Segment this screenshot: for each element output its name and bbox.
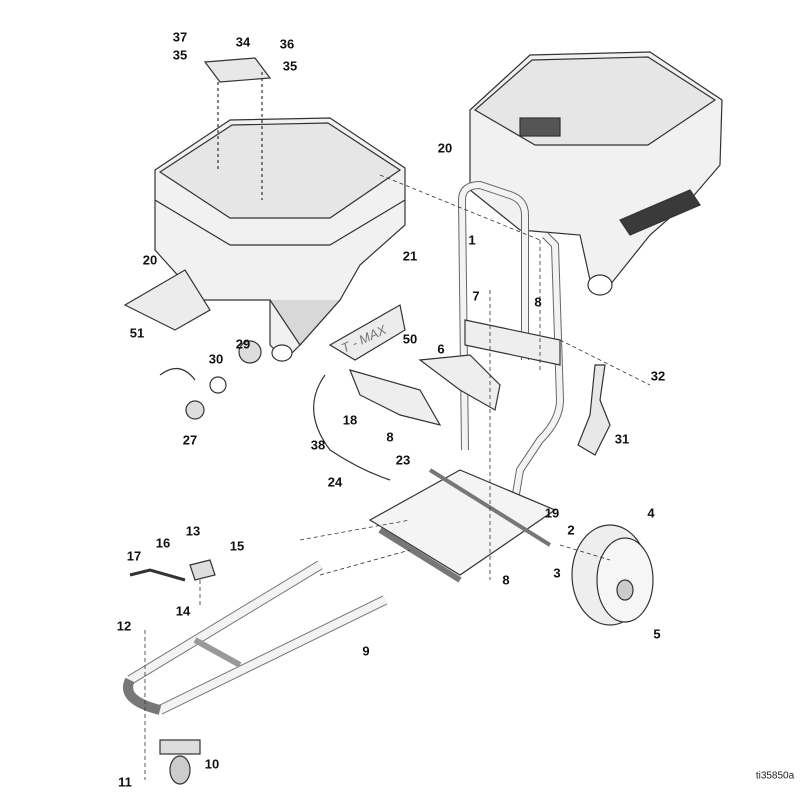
- figure-reference-id: ti35850a: [755, 770, 795, 782]
- callout-3: 3: [553, 565, 561, 581]
- callout-19: 19: [544, 505, 560, 521]
- callout-5: 5: [653, 626, 661, 642]
- deflector-plate: [577, 364, 611, 456]
- callout-31: 31: [614, 431, 630, 447]
- callout-8: 8: [386, 429, 394, 445]
- callout-32: 32: [650, 368, 666, 384]
- callout-30: 30: [208, 351, 224, 367]
- callout-27: 27: [182, 432, 198, 448]
- callout-20: 20: [437, 140, 453, 156]
- callout-15: 15: [229, 538, 245, 554]
- callout-1: 1: [468, 232, 476, 248]
- callout-16: 16: [155, 535, 171, 551]
- callout-29: 29: [235, 336, 251, 352]
- callout-50: 50: [402, 331, 418, 347]
- handle-frame: [457, 180, 565, 501]
- callout-12: 12: [116, 618, 132, 634]
- callout-23: 23: [395, 452, 411, 468]
- callout-38: 38: [310, 437, 326, 453]
- callout-18: 18: [342, 412, 358, 428]
- lid-plate: [203, 57, 272, 83]
- decal-51: [123, 269, 211, 331]
- callout-8: 8: [502, 572, 510, 588]
- left-hopper: [154, 117, 406, 362]
- callout-37: 37: [172, 29, 188, 45]
- callout-34: 34: [235, 34, 251, 50]
- callout-24: 24: [327, 474, 343, 490]
- callout-4: 4: [647, 505, 655, 521]
- caster: [159, 739, 201, 785]
- callout-11: 11: [118, 774, 132, 790]
- callout-20: 20: [142, 252, 158, 268]
- callout-2: 2: [567, 522, 575, 538]
- callout-7: 7: [472, 288, 480, 304]
- right-hopper: [469, 51, 723, 296]
- callout-14: 14: [175, 603, 191, 619]
- lower-frame: [123, 560, 388, 715]
- callout-17: 17: [126, 548, 142, 564]
- callout-6: 6: [437, 341, 445, 357]
- callout-10: 10: [204, 756, 220, 772]
- callout-9: 9: [362, 643, 370, 659]
- callout-21: 21: [402, 248, 418, 264]
- decal-50: [328, 304, 406, 361]
- callout-35: 35: [282, 58, 298, 74]
- callout-8: 8: [534, 294, 542, 310]
- callout-13: 13: [185, 523, 201, 539]
- wheel: [571, 524, 654, 626]
- axle-frame: [368, 468, 557, 583]
- callout-35: 35: [172, 47, 188, 63]
- callout-51: 51: [129, 325, 145, 341]
- callout-36: 36: [279, 36, 295, 52]
